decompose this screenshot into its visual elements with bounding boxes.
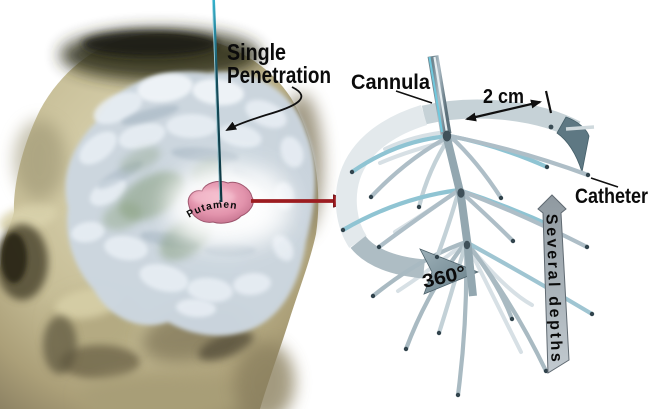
catheter-tips-tier12 [340, 164, 591, 260]
catheter-tips-tier3 [370, 293, 595, 398]
rotation-label: 360° [420, 263, 468, 293]
single-penetration-annotation: Single Penetration [225, 39, 331, 131]
curved-annotation-arrow [225, 86, 303, 131]
rotation-arrowhead [419, 248, 480, 295]
skull-brain-panel: Putamen Single Penetration [0, 0, 336, 409]
needle-line [211, 0, 223, 203]
dimension-tick [544, 90, 553, 114]
dimension-annotation: 2 cm [465, 86, 553, 122]
single-penetration-label-line2: Penetration [227, 62, 331, 88]
catheter-label: Catheter [575, 185, 648, 208]
catheter-device-panel: 360° Several depths 2 cm Cannula Cathete… [335, 55, 648, 398]
distance-label: 2 cm [483, 86, 524, 108]
cannula-leader-line [395, 90, 433, 104]
depths-banner: Several depths [537, 194, 570, 374]
dimension-arrow [465, 99, 542, 122]
catheter-annotation: Catheter [575, 177, 648, 208]
cannula-shaft [427, 55, 477, 297]
cannula-annotation: Cannula [351, 71, 433, 104]
cannula-label: Cannula [351, 71, 430, 94]
catheter-leader-line [590, 177, 619, 188]
putamen-region: Putamen [185, 180, 254, 224]
catheters-tier1 [349, 133, 591, 210]
target-glow-2 [234, 171, 294, 239]
catheters-tier2 [340, 187, 590, 260]
single-penetration-label-line1: Single [227, 39, 286, 65]
